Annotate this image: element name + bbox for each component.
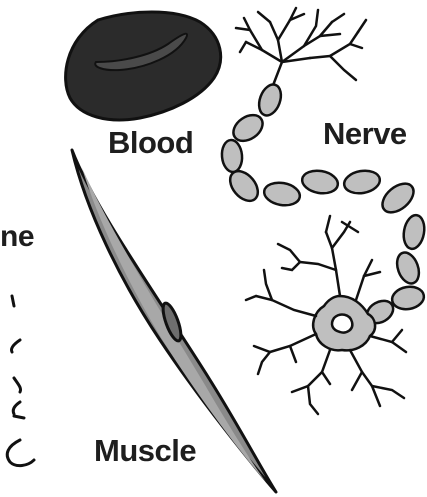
- bone-label-partial: ne: [0, 222, 34, 252]
- axon-terminal-branches: [236, 8, 366, 88]
- nerve-label: Nerve: [323, 118, 407, 149]
- muscle-label: Muscle: [94, 435, 196, 466]
- neuron-nucleus: [332, 315, 352, 333]
- nerve-cell-illustration: [221, 8, 427, 414]
- red-blood-cell-illustration: [66, 12, 221, 120]
- blood-label: Blood: [108, 127, 193, 158]
- bone-cell-partial-illustration: [7, 296, 34, 466]
- neuron-cell-body: [313, 296, 375, 350]
